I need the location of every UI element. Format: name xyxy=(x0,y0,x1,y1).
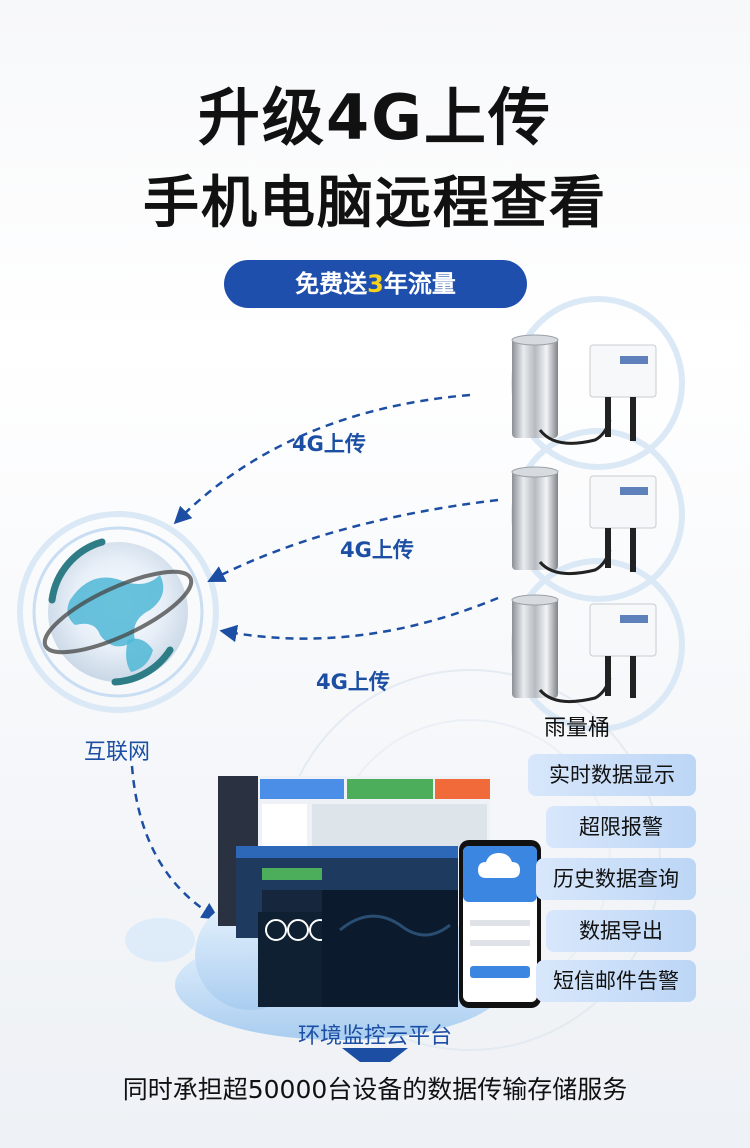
globe-icon xyxy=(17,511,219,713)
upload-label-1: 4G上传 xyxy=(292,432,366,456)
free-traffic-badge: 免费送3年流量 xyxy=(224,260,527,308)
platform-label: 环境监控云平台 xyxy=(297,1024,452,1049)
upload-label-2: 4G上传 xyxy=(340,538,414,562)
headline-line2: 手机电脑远程查看 xyxy=(143,171,607,236)
rain-gauge-device-3 xyxy=(511,594,657,704)
bottom-service-text: 同时承担超50000台设备的数据传输存储服务 xyxy=(122,1075,628,1104)
internet-label: 互联网 xyxy=(84,740,151,765)
feature-data-export: 数据导出 xyxy=(546,910,696,952)
feature-history-query: 历史数据查询 xyxy=(536,858,696,900)
feature-over-limit-alarm: 超限报警 xyxy=(546,806,696,848)
feature-sms-email-alert: 短信邮件告警 xyxy=(536,960,696,1002)
badge-prefix: 免费送 xyxy=(295,270,368,298)
desktop-dashboard-screenshot xyxy=(218,776,490,1007)
badge-highlight: 3 xyxy=(367,270,384,298)
badge-suffix: 年流量 xyxy=(383,270,456,298)
upload-label-3: 4G上传 xyxy=(316,670,390,694)
rain-gauge-device-2 xyxy=(511,466,657,576)
mobile-app-screenshot xyxy=(459,840,541,1008)
headline-line1: 升级4G上传 xyxy=(197,81,553,154)
rain-gauge-device-1 xyxy=(511,334,657,445)
device-label: 雨量桶 xyxy=(544,716,611,741)
feature-realtime-data: 实时数据显示 xyxy=(528,754,696,796)
